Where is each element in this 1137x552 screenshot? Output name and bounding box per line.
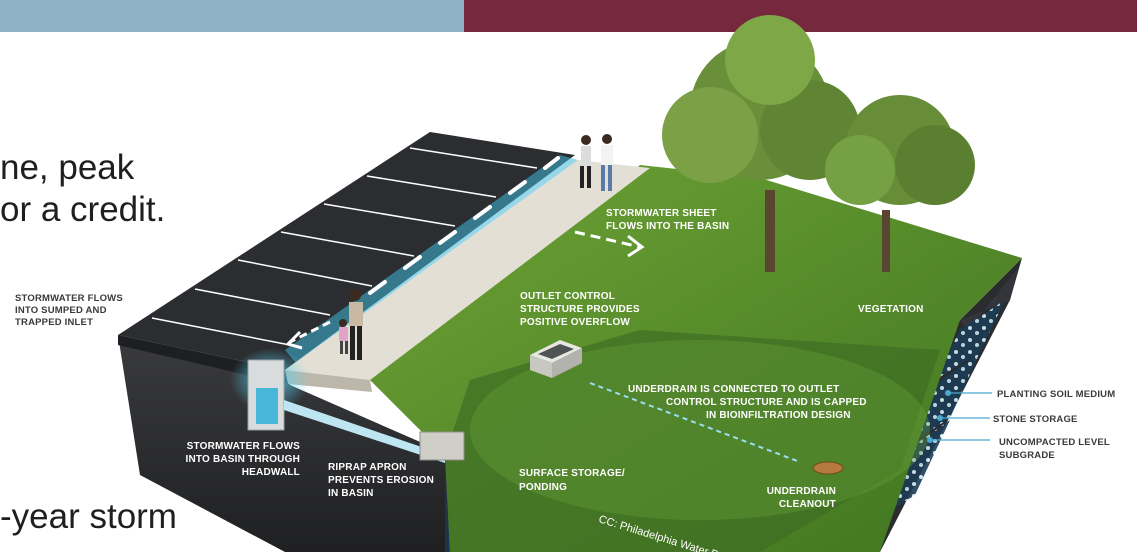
label-outlet-line-2: STRUCTURE PROVIDES	[520, 304, 640, 315]
label-riprap-line-2: PREVENTS EROSION	[328, 475, 434, 486]
tree-small	[825, 95, 975, 272]
label-stone-storage: STONE STORAGE	[993, 414, 1078, 425]
inlet-flow-arrow	[285, 320, 331, 350]
curb-dashes	[368, 156, 560, 295]
headwall	[419, 431, 465, 461]
inlet-pipe	[284, 400, 445, 463]
label-outlet-line-3: POSITIVE OVERFLOW	[520, 317, 630, 328]
label-headwall-line-1: STORMWATER FLOWS	[187, 441, 301, 452]
outlet-structure	[530, 340, 582, 378]
label-surface-line-2: PONDING	[519, 482, 567, 493]
label-sheet-flow: STORMWATER SHEET FLOWS INTO THE BASIN	[606, 208, 729, 232]
label-headwall-line-3: HEADWALL	[242, 467, 300, 478]
label-riprap-line-1: RIPRAP APRON	[328, 462, 407, 473]
label-underdrain-line-2: CONTROL STRUCTURE AND IS CAPPED	[666, 397, 867, 408]
underdrain-line	[589, 382, 801, 463]
slide-text-line-2: or a credit.	[0, 190, 166, 229]
label-inlet-line-3: TRAPPED INLET	[15, 317, 93, 328]
label-underdrain-line-3: IN BIOINFILTRATION DESIGN	[706, 410, 851, 421]
label-cleanout-line-1: UNDERDRAIN	[767, 486, 836, 497]
header-bar-left	[0, 0, 464, 32]
label-surface-line-1: SURFACE STORAGE/	[519, 468, 625, 479]
ponding-area	[470, 340, 930, 520]
label-underdrain-line-1: UNDERDRAIN IS CONNECTED TO OUTLET	[628, 384, 839, 395]
inlet-water	[256, 388, 278, 424]
label-headwall-line-2: INTO BASIN THROUGH	[185, 454, 300, 465]
sidewalk	[285, 160, 650, 380]
label-underdrain: UNDERDRAIN IS CONNECTED TO OUTLET CONTRO…	[628, 384, 867, 421]
label-inlet: STORMWATER FLOWS INTO SUMPED AND TRAPPED…	[15, 293, 123, 328]
label-sheet-flow-line-2: FLOWS INTO THE BASIN	[606, 221, 729, 232]
callout-dot-subgrade	[927, 437, 933, 443]
callout-lines	[930, 392, 992, 441]
label-subgrade: UNCOMPACTED LEVEL SUBGRADE	[999, 437, 1110, 461]
label-inlet-line-1: STORMWATER FLOWS	[15, 293, 123, 304]
basin-planting	[445, 330, 940, 552]
label-riprap: RIPRAP APRON PREVENTS EROSION IN BASIN	[328, 462, 434, 499]
label-vegetation: VEGETATION	[858, 304, 924, 315]
label-outlet-line-1: OUTLET CONTROL	[520, 291, 615, 302]
callout-dot-planting	[945, 390, 951, 396]
label-inlet-line-2: INTO SUMPED AND	[15, 305, 107, 316]
label-cleanout-line-2: CLEANOUT	[779, 499, 836, 510]
label-headwall: STORMWATER FLOWS INTO BASIN THROUGH HEAD…	[185, 441, 301, 478]
label-subgrade-line-2: SUBGRADE	[999, 450, 1055, 461]
parking-stripes	[151, 147, 538, 346]
label-surface-storage: SURFACE STORAGE/ PONDING	[519, 468, 625, 493]
label-sheet-flow-line-1: STORMWATER SHEET	[606, 208, 717, 219]
slide-text-line-1: ne, peak	[0, 148, 135, 187]
person-with-child	[339, 289, 363, 360]
label-outlet: OUTLET CONTROL STRUCTURE PROVIDES POSITI…	[520, 291, 640, 328]
sheet-flow-arrow	[574, 230, 645, 258]
people-walking	[580, 134, 613, 191]
label-riprap-line-3: IN BASIN	[328, 488, 374, 499]
callout-dot-stone	[937, 415, 943, 421]
label-cleanout: UNDERDRAIN CLEANOUT	[767, 486, 836, 510]
label-planting-soil: PLANTING SOIL MEDIUM	[997, 389, 1115, 400]
label-subgrade-line-1: UNCOMPACTED LEVEL	[999, 437, 1110, 448]
slide-text-line-3: -year storm	[0, 497, 177, 536]
cleanout-cap	[812, 461, 844, 475]
header-bar-right	[464, 0, 1137, 32]
